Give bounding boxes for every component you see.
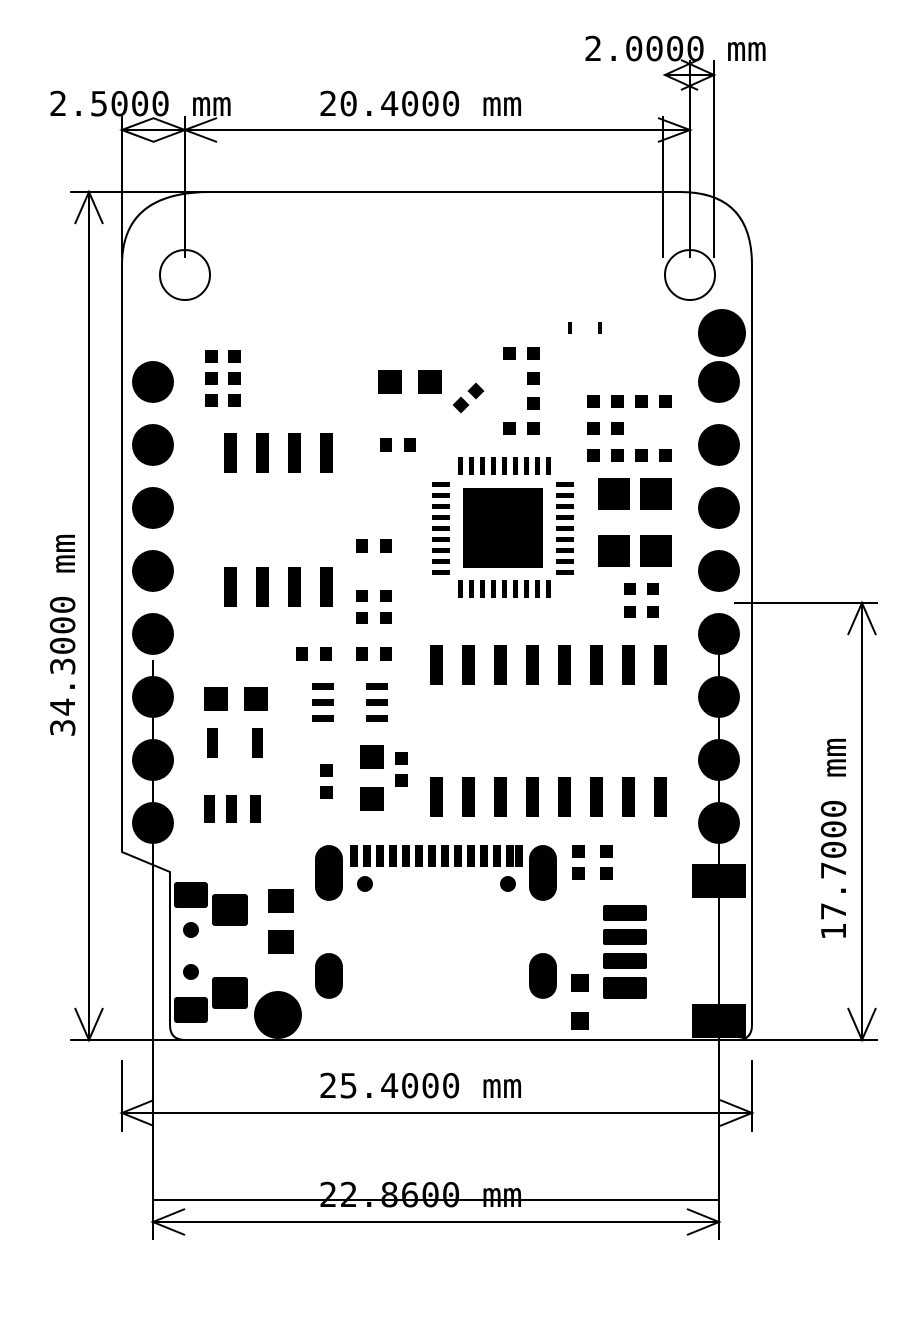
dim-header-spacing: 22.8600 mm (150, 1176, 722, 1236)
dim-pin-row-height: 17.7000 mm (734, 600, 878, 1043)
usb-connector (315, 845, 557, 999)
right-pin-8 (698, 739, 740, 781)
qfn-pins-top (458, 457, 551, 475)
right-pad-upper (692, 864, 746, 898)
left-pin-1 (132, 361, 174, 403)
qfn-pins-left (432, 482, 450, 575)
dim-hole-offset-label: 2.5000 mm (48, 85, 232, 125)
left-pin-6 (132, 676, 174, 718)
dim-board-height-label: 34.3000 mm (44, 533, 84, 738)
dim-board-width-label: 25.4000 mm (318, 1067, 523, 1107)
left-pin-4 (132, 550, 174, 592)
right-pin-4 (698, 487, 740, 529)
right-pad-lower (692, 1004, 746, 1038)
qfn-pins-bottom (458, 580, 551, 598)
dim-hole-offset: 2.5000 mm (48, 85, 232, 258)
left-pin-8 (132, 802, 174, 844)
right-pin-6 (698, 613, 740, 655)
dim-hole-spacing-label: 20.4000 mm (318, 85, 523, 125)
dim-hole-spacing: 20.4000 mm (182, 85, 693, 258)
dim-hole-diameter: 2.0000 mm (583, 30, 767, 258)
right-pin-2 (698, 361, 740, 403)
right-pin-1 (698, 309, 746, 357)
dim-board-width: 25.4000 mm (119, 1060, 755, 1132)
qfn-pins-right (556, 482, 574, 575)
board-outline (121, 191, 753, 1041)
dim-hole-diameter-label: 2.0000 mm (583, 30, 767, 70)
components (174, 322, 672, 1039)
left-pin-7 (132, 739, 174, 781)
bottom-round-pad (254, 991, 302, 1039)
qfn-chip (463, 488, 543, 568)
right-pin-9 (698, 802, 740, 844)
left-header (132, 361, 174, 1240)
right-pin-3 (698, 424, 740, 466)
right-pin-5 (698, 550, 740, 592)
dim-pin-row-height-label: 17.7000 mm (815, 737, 855, 942)
dim-header-spacing-label: 22.8600 mm (318, 1176, 523, 1216)
left-pin-5 (132, 613, 174, 655)
dim-board-height: 34.3000 mm (44, 189, 210, 1043)
right-header (692, 309, 746, 1240)
left-pin-2 (132, 424, 174, 466)
right-pin-7 (698, 676, 740, 718)
left-pin-3 (132, 487, 174, 529)
